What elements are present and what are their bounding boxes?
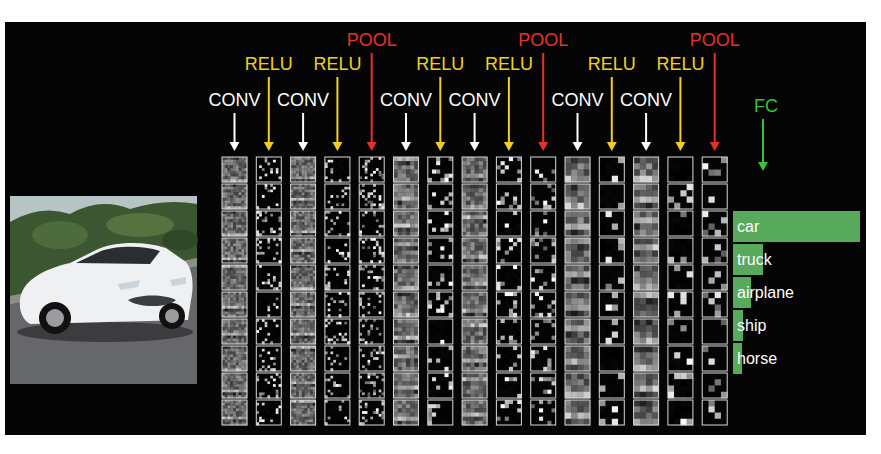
stage: CONVRELUCONVRELUPOOLCONVRELUCONVRELUPOOL… xyxy=(0,0,881,454)
